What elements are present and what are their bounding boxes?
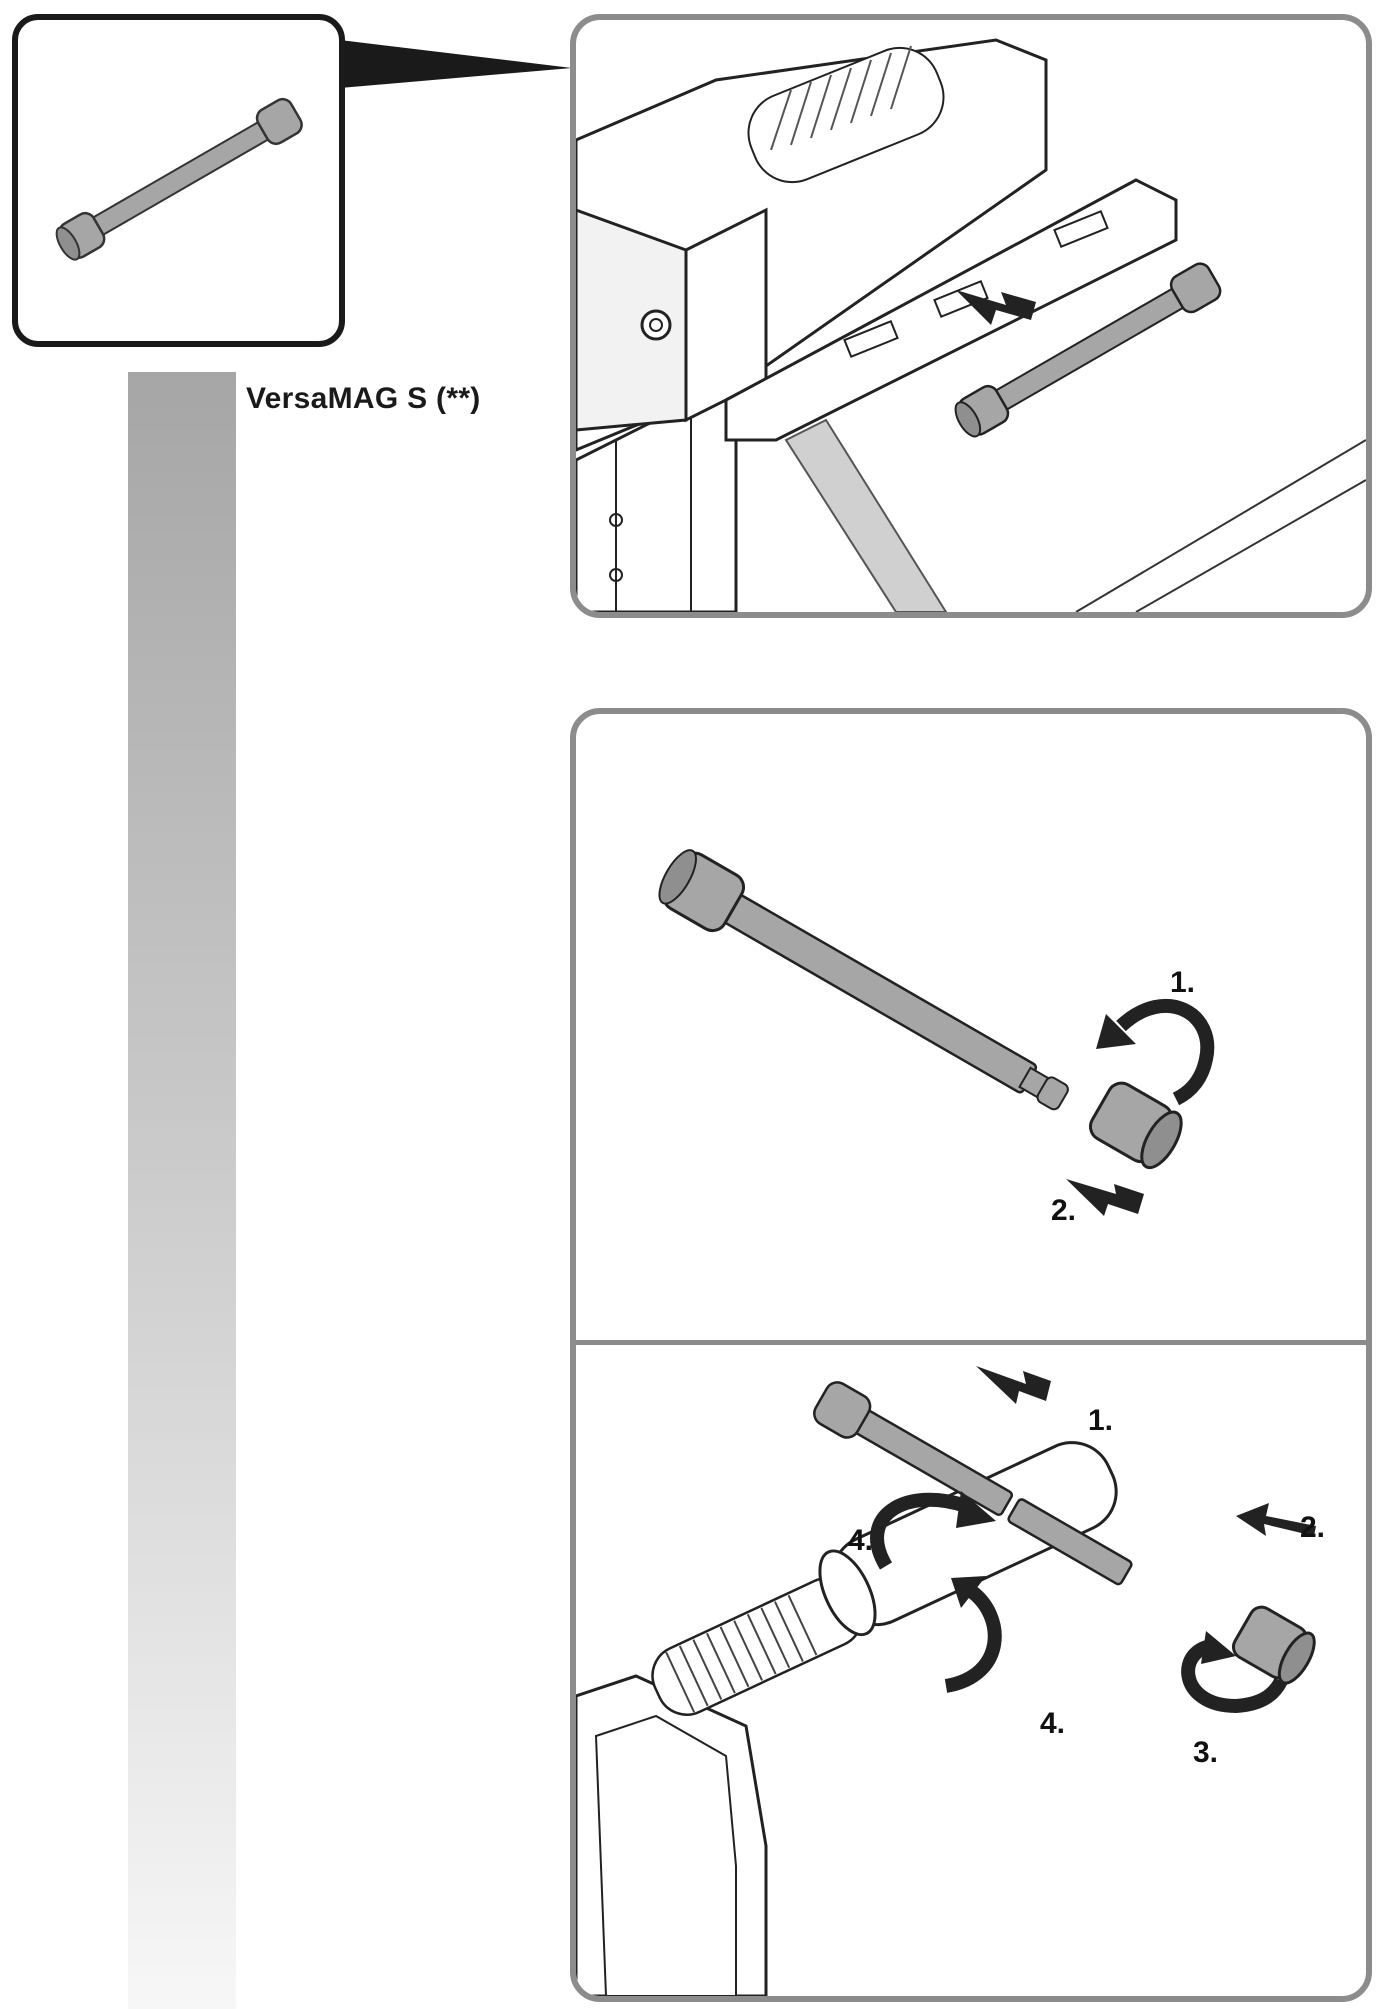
removal-illustration-panel	[570, 14, 1372, 618]
removal-step-1-label: 1.	[1170, 966, 1196, 999]
cap-removal-illustration	[658, 849, 1215, 1216]
assembly-illustration	[576, 1366, 1316, 1996]
panel-divider	[576, 1340, 1366, 1345]
assembly-illustration-panel: 1. 2.	[570, 708, 1372, 2002]
removal-step-2-label: 2.	[1051, 1194, 1077, 1227]
sidebar-gradient-bar	[128, 372, 236, 2009]
assembly-step-3-label: 3.	[1193, 1736, 1219, 1769]
assembly-step-4-left-label: 4.	[848, 1524, 874, 1557]
product-label: VersaMAG S (**)	[246, 382, 481, 415]
rod-part-illustration	[55, 97, 303, 261]
machine-illustration	[576, 38, 1366, 612]
assembly-step-4-right-label: 4.	[1040, 1707, 1066, 1740]
assembly-step-1-label: 1.	[1088, 1404, 1114, 1437]
part-detail-inset	[12, 14, 345, 347]
assembly-step-2-label: 2.	[1300, 1511, 1326, 1544]
